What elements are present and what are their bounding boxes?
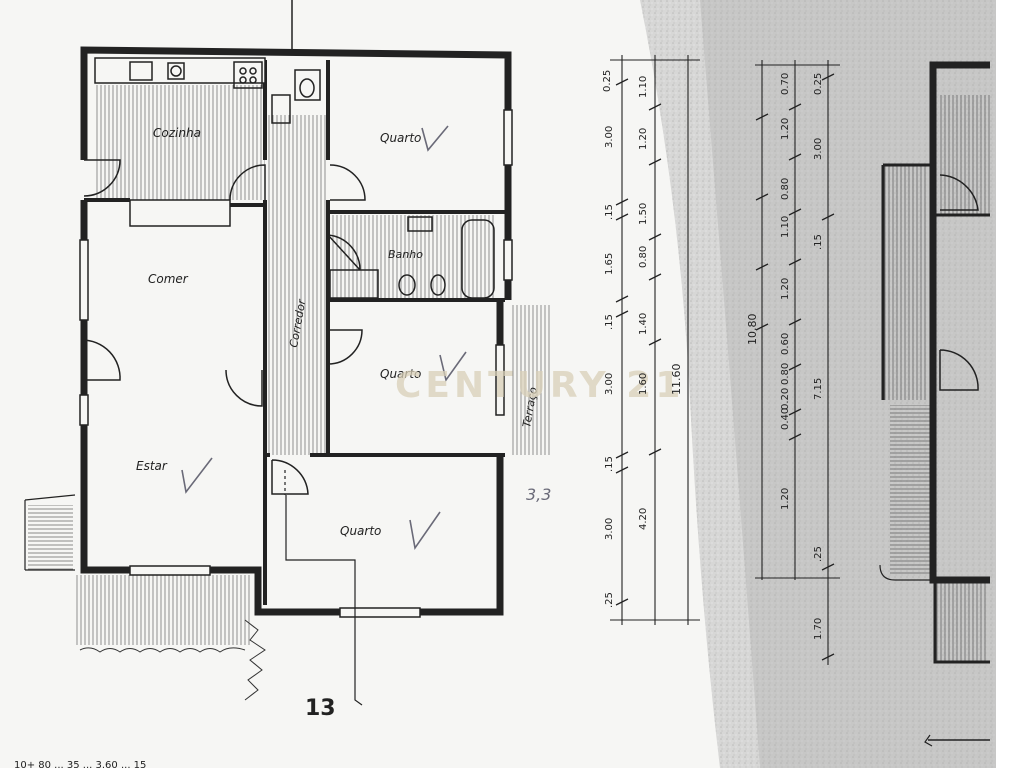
dim-label: .15 (604, 204, 615, 220)
handwritten-checkmarks (181, 125, 467, 551)
plan-number: 13 (305, 696, 336, 721)
watermark: CENTURY 21 (395, 365, 684, 406)
dim-label: .15 (813, 234, 824, 250)
dim-label: 1.20 (780, 118, 791, 140)
adjacent-building-inner (881, 163, 990, 664)
dim-label: 1.70 (813, 618, 824, 640)
garden-shrubs (79, 619, 266, 701)
dim-label: 1.20 (780, 488, 791, 510)
fixtures (94, 57, 495, 299)
dim-label: 4.20 (638, 508, 649, 530)
dim-label: 0.20 (780, 388, 791, 410)
room-label-banho: Banho (388, 248, 423, 261)
dim-label: .25 (604, 592, 615, 608)
dim-label: 3.00 (604, 126, 615, 148)
windows (79, 109, 513, 618)
stairs (24, 0, 990, 747)
dim-label: 1.20 (638, 128, 649, 150)
dimension-labels: 0.25 3.00 .15 1.65 .15 3.00 .15 3.00 .25… (602, 70, 824, 640)
dim-label: .15 (604, 314, 615, 330)
room-label-comer: Comer (148, 272, 189, 286)
dim-label: 1.60 (638, 373, 649, 395)
dim-label: 1.40 (638, 313, 649, 335)
adjacent-building-walls (929, 61, 990, 584)
dim-label: .15 (604, 456, 615, 472)
dim-label: 0.80 (638, 246, 649, 268)
room-label-quarto-mid: Quarto (380, 367, 421, 381)
room-label-cozinha: Cozinha (153, 126, 201, 140)
dim-label: 0.80 (780, 178, 791, 200)
dim-label: .25 (813, 546, 824, 562)
dim-label: 1.50 (638, 203, 649, 225)
bottom-cutoff-text: 10+ 80 ... 35 ... 3.60 ... 15 (14, 760, 146, 768)
dim-label-overall: 11.60 (670, 364, 683, 396)
dim-label-total: 10.80 (746, 314, 759, 346)
dimension-ticks (615, 73, 835, 661)
dim-label: 0.70 (780, 73, 791, 95)
dim-label: 0.80 (780, 363, 791, 385)
interior-walls (84, 60, 505, 605)
dimension-lines (610, 55, 840, 665)
dim-label: 0.40 (780, 408, 791, 430)
dim-label: 1.10 (638, 76, 649, 98)
room-label-quarto-bottom: Quarto (340, 524, 381, 538)
handwritten-note: 3,3 (526, 485, 551, 504)
floor-hatching (28, 85, 990, 662)
dim-label: 1.10 (780, 216, 791, 238)
room-label-quarto-top: Quarto (380, 131, 421, 145)
dim-label: 1.65 (604, 253, 615, 275)
dim-label: 3.00 (604, 373, 615, 395)
room-label-estar: Estar (136, 459, 168, 473)
doors (81, 159, 979, 495)
dim-label: 0.25 (602, 70, 613, 92)
dim-label: 3.00 (604, 518, 615, 540)
dim-label: 0.25 (813, 73, 824, 95)
dim-label: 0.60 (780, 333, 791, 355)
dim-label: 1.20 (780, 278, 791, 300)
dim-label: 3.00 (813, 138, 824, 160)
dim-label: 7.15 (813, 378, 824, 400)
